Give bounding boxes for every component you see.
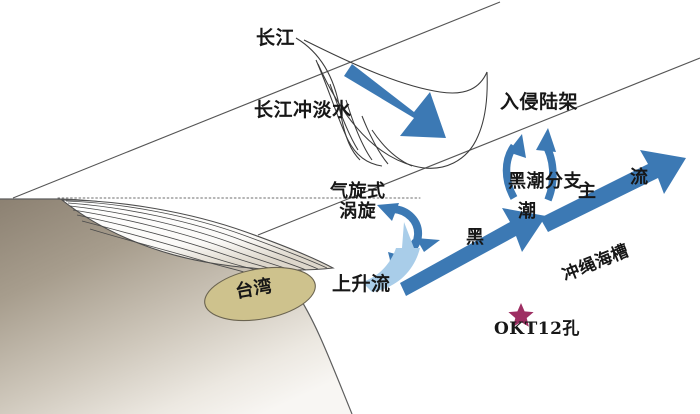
water-surface-line (12, 1, 501, 199)
label-cyclonic-eddy: 气旋式 涡旋 (330, 181, 386, 223)
label-kuroshio-hei: 黑 (466, 227, 485, 248)
label-yangtze-diluted-water: 长江冲淡水 (254, 99, 352, 121)
label-kuroshio-chao: 潮 (518, 201, 537, 222)
label-kuroshio-branch: 黑潮分支 (508, 171, 582, 192)
core-site-star-icon (508, 303, 534, 327)
label-shelf-intrusion: 入侵陆架 (500, 91, 579, 113)
label-cyclonic-eddy-line2: 涡旋 (339, 201, 377, 223)
label-upwelling: 上升流 (332, 273, 391, 295)
taiwan-ellipse (204, 266, 316, 322)
upwelling-arrow (362, 222, 420, 292)
label-cyclonic-eddy-line1: 气旋式 (330, 181, 386, 202)
plume-curves (295, 37, 488, 169)
label-core-site: OKT12孔 (494, 319, 580, 339)
kuroshio-main-arrow-1 (400, 208, 546, 296)
shelf-edge-line (257, 57, 700, 236)
label-yangtze-river: 长江 (256, 27, 296, 49)
label-main-current-liu: 流 (630, 167, 649, 188)
contour-fan (60, 199, 335, 273)
kuroshio-main-arrow-2 (540, 150, 686, 232)
branch-arrow-right (536, 128, 557, 202)
branch-arrow-left (502, 134, 526, 200)
label-main-current-zhu: 主 (578, 181, 597, 202)
yangtze-plume-arrow (344, 64, 446, 138)
